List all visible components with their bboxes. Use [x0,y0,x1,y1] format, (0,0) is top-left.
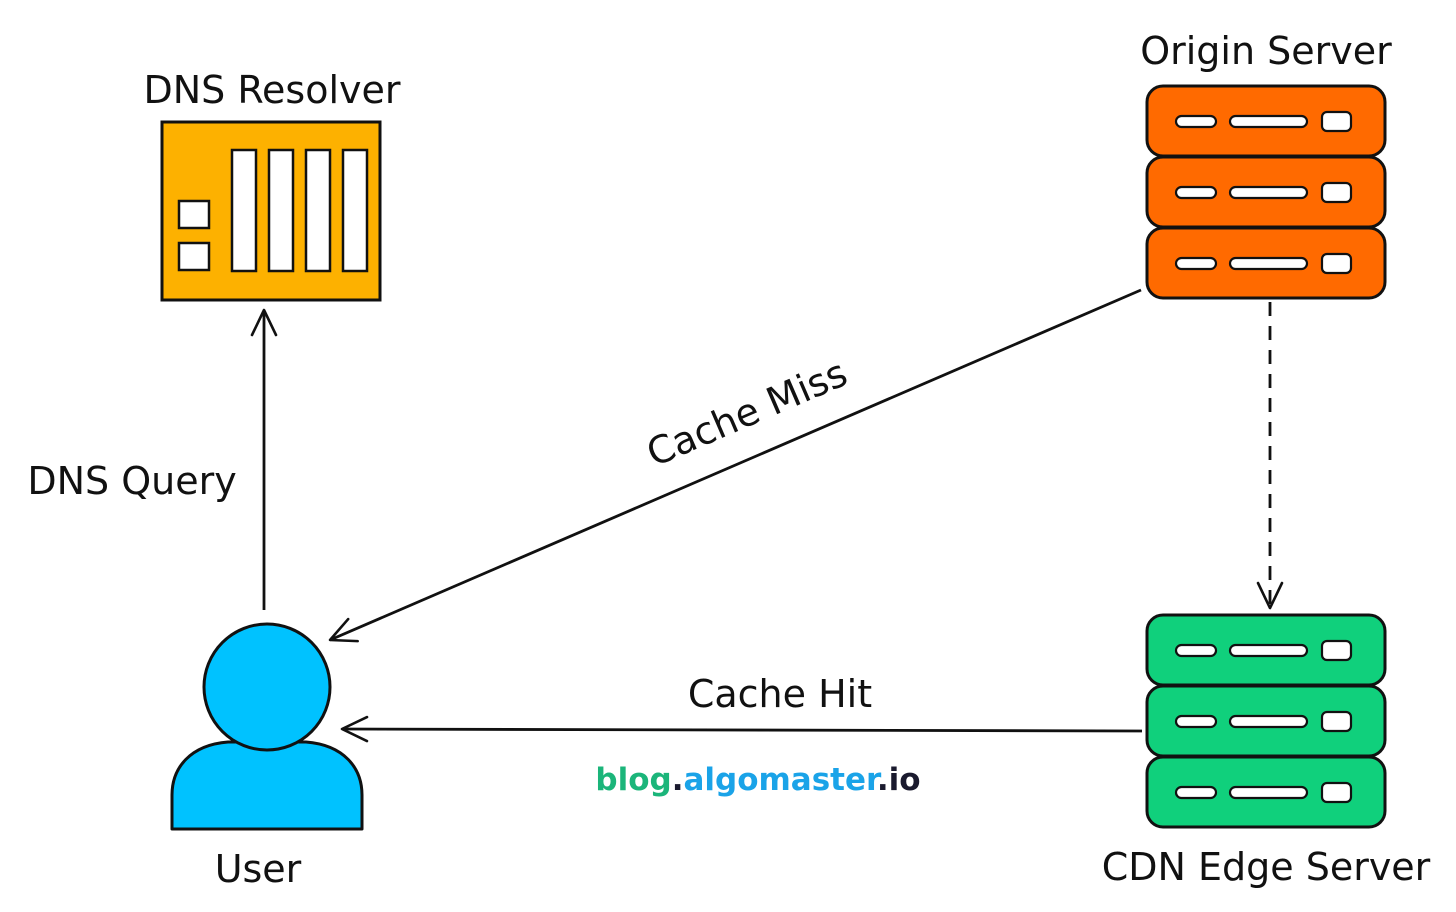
cdn-edge-server-label: CDN Edge Server [1102,845,1431,889]
watermark: blog.algomaster.io [595,762,920,798]
cdn-edge-server-unit [1145,684,1387,758]
watermark-part3: io [889,762,921,798]
origin-server-unit [1145,226,1387,300]
origin-server-unit [1145,155,1387,229]
dns-resolver-slot [304,148,332,273]
dns-resolver-indicator [177,199,211,230]
origin-server-unit [1145,84,1387,158]
edge-cache-miss-label: Cache Miss [640,351,853,476]
cdn-edge-server-unit [1145,613,1387,687]
dns-resolver-indicator [177,241,211,272]
user-body [170,740,364,831]
edge-dns-query-label: DNS Query [27,459,236,503]
edge-cache-hit-label: Cache Hit [688,672,872,716]
edge-cache-hit-arrow [340,715,1143,743]
origin-server-node [1145,84,1387,300]
watermark-dot2: . [877,762,889,798]
watermark-part1: blog [595,762,671,798]
dns-resolver-slot [267,148,295,273]
dns-resolver-label: DNS Resolver [143,68,400,112]
user-head [202,622,332,752]
watermark-dot1: . [672,762,684,798]
user-icon [170,622,364,831]
cdn-edge-server-node [1145,613,1387,829]
edge-cache-miss-arrow [328,288,1142,643]
origin-server-label: Origin Server [1140,29,1392,73]
watermark-part2: algomaster [683,762,882,798]
dns-resolver-slot [341,148,369,273]
cdn-edge-server-unit [1145,755,1387,829]
user-label: User [215,847,302,891]
dns-resolver-node [160,120,382,302]
dns-resolver-slot [230,148,258,273]
